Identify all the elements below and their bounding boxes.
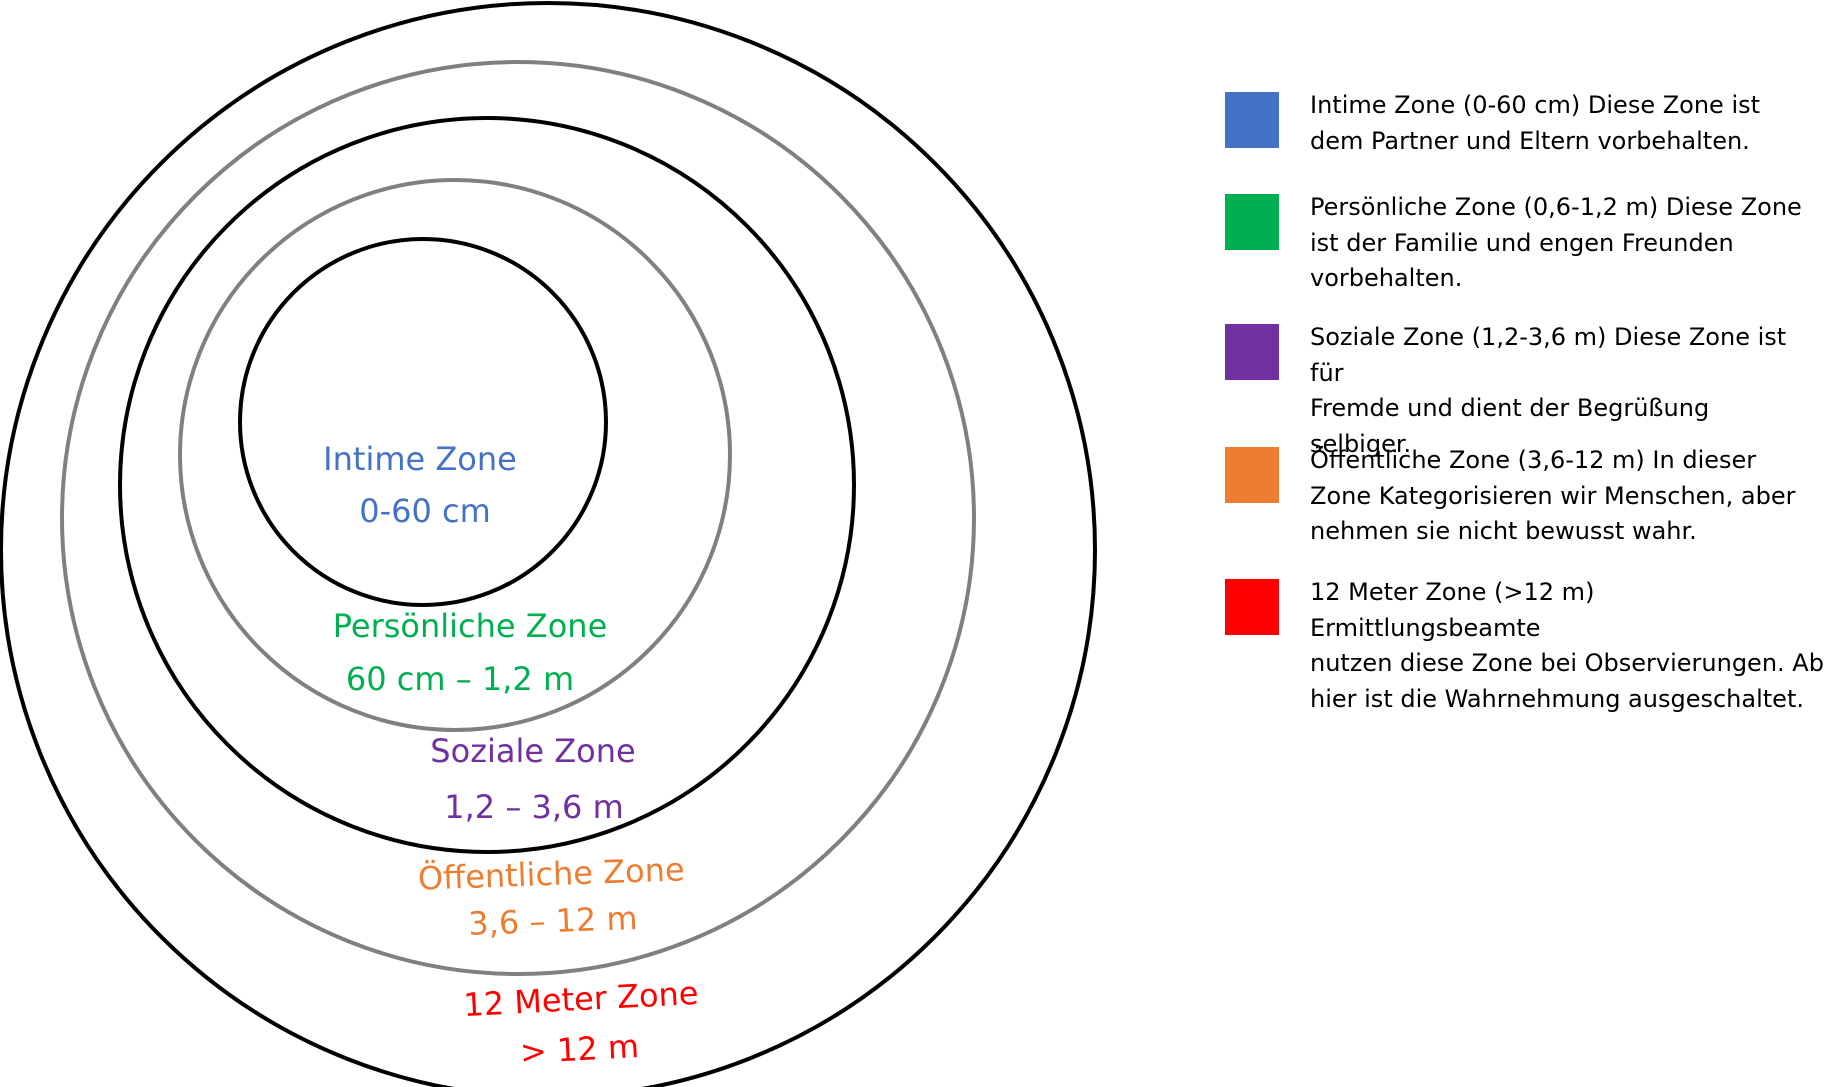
label-oeffentlich-range: 3,6 – 12 m xyxy=(468,899,639,943)
legend-line: hier ist die Wahrnehmung ausgeschaltet. xyxy=(1310,684,1804,713)
label-zwoelf-title: 12 Meter Zone xyxy=(462,974,699,1024)
legend-line: Persönliche Zone (0,6-1,2 m) Diese Zone xyxy=(1310,193,1802,221)
legend-swatch-oeffentlich xyxy=(1225,447,1279,503)
label-sozial-range: 1,2 – 3,6 m xyxy=(444,788,623,826)
legend-line: Öffentliche Zone (3,6-12 m) In dieser xyxy=(1310,446,1757,474)
legend-swatch-intime xyxy=(1225,92,1279,148)
legend-swatch-sozial xyxy=(1225,324,1279,380)
label-zwoelf-range: > 12 m xyxy=(519,1027,640,1071)
legend-line: Soziale Zone (1,2-3,6 m) Diese Zone ist … xyxy=(1310,323,1787,387)
legend-text-zwoelf: 12 Meter Zone (>12 m) Ermittlungsbeamte … xyxy=(1310,575,1825,717)
label-intime-title: Intime Zone xyxy=(323,440,517,478)
legend-text-sozial: Soziale Zone (1,2-3,6 m) Diese Zone ist … xyxy=(1310,320,1825,462)
legend-line: Zone Kategorisieren wir Menschen, aber xyxy=(1310,481,1796,510)
legend-text-persoenlich: Persönliche Zone (0,6-1,2 m) Diese Zone … xyxy=(1310,190,1825,297)
legend-swatch-persoenlich xyxy=(1225,194,1279,250)
ring-12-meter xyxy=(0,1,1097,1087)
ring-persoenlich xyxy=(178,178,732,732)
legend-line: Intime Zone (0-60 cm) Diese Zone ist xyxy=(1310,91,1761,119)
legend-line: ist der Familie und engen Freunden xyxy=(1310,228,1734,257)
legend-line: vorbehalten. xyxy=(1310,264,1463,292)
legend-line: dem Partner und Eltern vorbehalten. xyxy=(1310,126,1750,155)
legend-line: selbiger. xyxy=(1310,429,1412,458)
legend-line: nutzen diese Zone bei Observierungen. Ab xyxy=(1310,649,1824,677)
legend-line: Fremde und dient der Begrüßung xyxy=(1310,394,1710,422)
label-oeffentlich-title: Öffentliche Zone xyxy=(417,850,685,897)
legend-line: nehmen sie nicht bewusst wahr. xyxy=(1310,517,1697,545)
legend-text-intime: Intime Zone (0-60 cm) Diese Zone ist dem… xyxy=(1310,88,1825,159)
label-sozial-title: Soziale Zone xyxy=(430,732,635,770)
label-intime-range: 0-60 cm xyxy=(359,492,491,530)
legend-line: 12 Meter Zone (>12 m) Ermittlungsbeamte xyxy=(1310,578,1595,642)
ring-sozial xyxy=(118,116,856,854)
legend-text-oeffentlich: Öffentliche Zone (3,6-12 m) In dieser Zo… xyxy=(1310,443,1825,550)
label-persoenlich-range: 60 cm – 1,2 m xyxy=(346,660,574,698)
ring-intime xyxy=(238,237,608,607)
label-persoenlich-title: Persönliche Zone xyxy=(333,607,608,645)
legend-swatch-zwoelf xyxy=(1225,579,1279,635)
ring-oeffentlich xyxy=(60,60,976,976)
